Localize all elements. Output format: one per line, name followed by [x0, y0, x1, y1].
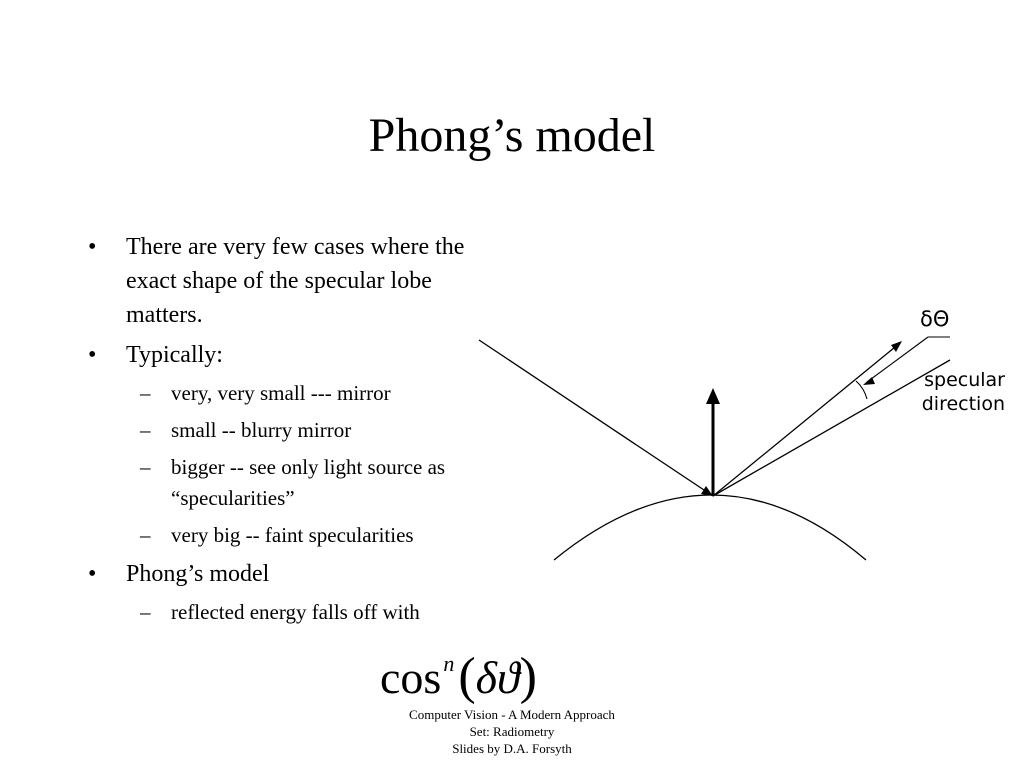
bullet-marker: • — [88, 234, 97, 260]
specular-direction-ray — [712, 359, 951, 497]
bullet-marker: • — [88, 342, 97, 368]
sub-bullet-item: – reflected energy falls off with — [88, 597, 508, 628]
sub-bullet-text: very, very small --- mirror — [171, 381, 391, 405]
angle-label: δΘ — [920, 307, 950, 331]
specular-lobe-edge-upper-arrowhead — [891, 341, 902, 352]
formula-argument: δϑ — [475, 652, 520, 703]
sub-bullet-text: very big -- faint specularities — [171, 523, 414, 547]
bullet-text: There are very few cases where the exact… — [126, 234, 465, 328]
incident-ray — [478, 339, 714, 497]
bullet-item: • Typically: — [88, 338, 508, 372]
sub-bullet-item: – very, very small --- mirror — [88, 378, 508, 409]
specular-direction-label-line2: direction — [921, 393, 1005, 415]
sub-bullet-text: small -- blurry mirror — [171, 418, 352, 442]
sub-bullet-marker: – — [140, 455, 151, 479]
surface-normal-arrowhead — [706, 388, 720, 404]
footer-author: Slides by D.A. Forsyth — [452, 741, 572, 756]
formula-close-paren: ) — [519, 648, 537, 705]
angle-indicator-arrow — [866, 336, 929, 383]
angle-arc — [855, 380, 868, 400]
formula-function: cos — [380, 652, 442, 703]
specular-lobe-edge-upper — [712, 342, 901, 497]
sub-bullet-marker: – — [140, 600, 151, 624]
surface-curve — [553, 494, 867, 561]
formula-open-paren: ( — [458, 648, 476, 705]
specular-direction-label: specular direction — [892, 368, 1005, 416]
footer-set: Set: Radiometry — [469, 724, 555, 739]
formula-exponent: n — [443, 651, 455, 676]
sub-bullet-item: – small -- blurry mirror — [88, 415, 508, 446]
slide-title: Phong’s model — [368, 109, 656, 162]
sub-bullet-marker: – — [140, 381, 151, 405]
sub-bullet-item: – very big -- faint specularities — [88, 520, 508, 551]
bullet-item: • Phong’s model — [88, 557, 508, 591]
angle-indicator-arrowhead — [863, 377, 875, 385]
footer-course: Computer Vision - A Modern Approach — [409, 707, 615, 722]
sub-bullet-text: bigger -- see only light source as “spec… — [171, 455, 446, 510]
phong-formula: cosn(δϑ) — [380, 645, 537, 709]
bullet-list: • There are very few cases where the exa… — [88, 230, 508, 634]
sub-bullet-text: reflected energy falls off with — [171, 600, 420, 624]
specular-direction-label-line1: specular — [924, 369, 1005, 391]
sub-bullet-item: – bigger -- see only light source as “sp… — [88, 452, 508, 514]
incident-ray-arrowhead — [701, 486, 713, 496]
slide-footer: Computer Vision - A Modern Approach Set:… — [362, 706, 662, 757]
bullet-item: • There are very few cases where the exa… — [88, 230, 508, 332]
bullet-marker: • — [88, 561, 97, 587]
bullet-text: Typically: — [126, 342, 223, 368]
sub-bullet-marker: – — [140, 418, 151, 442]
sub-bullet-marker: – — [140, 523, 151, 547]
bullet-text: Phong’s model — [126, 561, 270, 587]
